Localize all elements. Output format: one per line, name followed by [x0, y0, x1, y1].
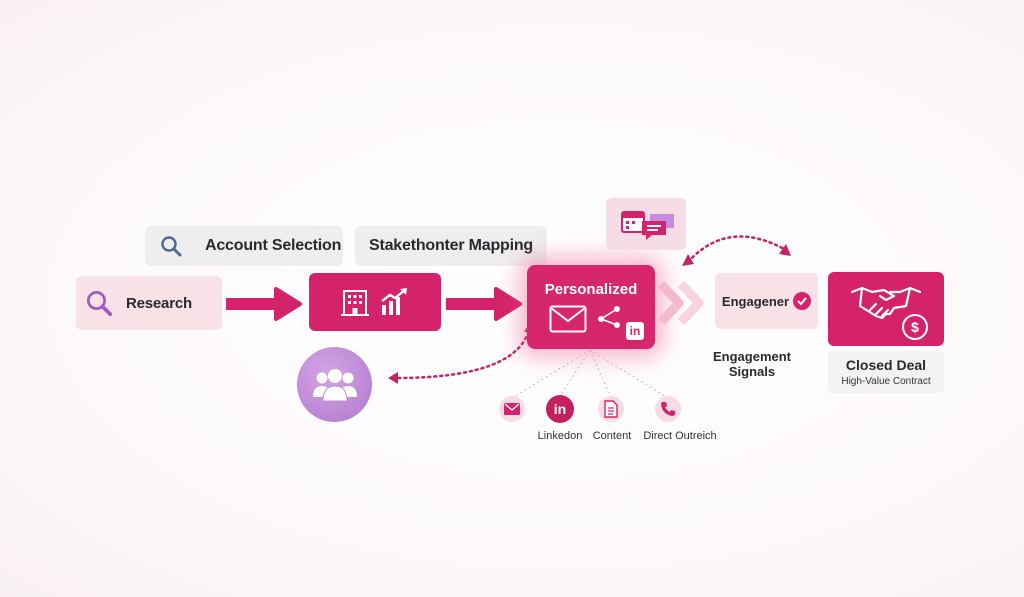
channel-connectors: [511, 349, 669, 399]
check-icon: [793, 292, 812, 310]
flow-chevrons: [657, 280, 704, 326]
personalized-label: Personalized: [544, 281, 638, 298]
account-analysis-box[interactable]: [309, 273, 441, 331]
document-icon: [604, 400, 618, 418]
flow-arrow: [226, 287, 302, 321]
flow-arrow: [446, 287, 522, 321]
outreach-channel[interactable]: [655, 396, 681, 422]
account-selection-label: Account Selection: [205, 237, 342, 254]
research-label: Research: [126, 294, 192, 312]
closed-deal-caption: Closed Deal High-Value Contract: [828, 351, 944, 393]
linkedin-icon: in: [626, 322, 644, 340]
mail-icon: [504, 403, 520, 415]
channel-label-outreach: Direct Outreich: [643, 430, 717, 442]
engagement-signals-label: Engagement Signals: [712, 349, 791, 379]
chat-icon: [642, 214, 674, 240]
phone-icon: [661, 402, 675, 416]
engagement-step[interactable]: Engagener: [715, 273, 818, 329]
people-icon: [312, 368, 357, 401]
linkedin-channel[interactable]: in: [546, 395, 574, 423]
scheduling-tile[interactable]: [606, 198, 686, 250]
closed-deal-title: Closed Deal: [845, 357, 927, 373]
closed-deal-subtitle: High-Value Contract: [841, 376, 931, 387]
handshake-icon: [850, 286, 922, 320]
channel-label-content: Content: [592, 430, 632, 442]
stakeholders-circle[interactable]: [297, 347, 372, 422]
linkedin-icon: in: [553, 401, 567, 417]
search-icon: [161, 236, 182, 257]
research-step[interactable]: Research: [76, 276, 222, 330]
account-selection-step[interactable]: Account Selection: [145, 226, 343, 266]
stakeholder-mapping-label: Stakethonter Mapping: [369, 237, 534, 254]
dollar-icon: $: [902, 314, 928, 340]
closed-deal-box[interactable]: $: [828, 272, 944, 346]
envelope-icon: [549, 305, 587, 333]
search-icon: [87, 291, 113, 317]
channel-label-linkedin: Linkedon: [537, 430, 583, 442]
chart-growth-icon: [381, 288, 407, 315]
content-channel[interactable]: [598, 396, 624, 422]
stakeholder-mapping-step[interactable]: Stakethonter Mapping: [355, 226, 547, 266]
engagement-label: Engagener: [721, 293, 790, 309]
scheduling-connector: [682, 235, 791, 266]
share-network-icon: [598, 306, 620, 328]
email-channel[interactable]: [499, 396, 525, 422]
personalized-step[interactable]: Personalized in: [527, 265, 655, 349]
building-icon: [341, 290, 369, 316]
